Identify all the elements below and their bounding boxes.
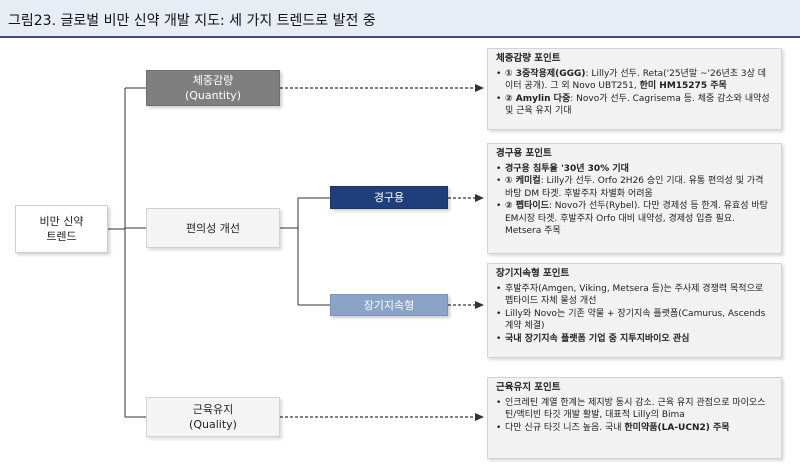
bullet-list: 인크레틴 계열 한계는 제지방 동시 감소. 근육 유지 관점으로 마이오스틴/… xyxy=(496,397,774,435)
bullet-text: 경구용 침투율 '30년 30% 기대 xyxy=(505,163,629,174)
panel-heading: 장기지속형 포인트 xyxy=(496,268,570,279)
bullet-text: ① 3중작용제(GGG) xyxy=(505,68,586,79)
bullet-list: 후발주자(Amgen, Viking, Metsera 등)는 주사제 경쟁력 … xyxy=(496,283,774,346)
bullet-item: Lilly와 Novo는 기존 약물 + 장기지속 플랫폼(Camurus, A… xyxy=(496,308,774,333)
bullet-item: 후발주자(Amgen, Viking, Metsera 등)는 주사제 경쟁력 … xyxy=(496,283,774,308)
bullet-item: ① 케미컬: Lilly가 선두. Orfo 2H26 승인 기대. 유통 편의… xyxy=(496,175,774,200)
bullet-text: 한미약품(LA-UCN2) 주목 xyxy=(624,422,730,433)
arrow-head xyxy=(475,301,484,309)
panel-heading: 체중감량 포인트 xyxy=(496,53,561,64)
root-node: 비만 신약 트렌드 xyxy=(15,205,108,253)
figure-title: 그림23. 글로벌 비만 신약 개발 지도: 세 가지 트렌드로 발전 중 xyxy=(8,13,376,29)
arrow-head xyxy=(475,194,484,202)
oral-node: 경구용 xyxy=(330,186,448,209)
bullet-list: 경구용 침투율 '30년 30% 기대① 케미컬: Lilly가 선두. Orf… xyxy=(496,163,774,238)
bullet-item: 인크레틴 계열 한계는 제지방 동시 감소. 근육 유지 관점으로 마이오스틴/… xyxy=(496,397,774,422)
long-acting-node: 장기지속형 xyxy=(330,294,448,316)
bullet-item: ① 3중작용제(GGG): Lilly가 선두. Reta('25년말 ~'26… xyxy=(496,68,774,93)
bullet-text: : Lilly가 선두. Reta('25년말 ~'26년초 3상 데이터 공개… xyxy=(505,68,767,92)
bullet-text: ② Amylin 다중 xyxy=(505,93,571,104)
weight-loss-node: 체중감량 (Quantity) xyxy=(146,70,280,106)
bullet-text: ② 펩타이드 xyxy=(505,201,549,211)
oral-panel: 경구용 포인트 경구용 침투율 '30년 30% 기대① 케미컬: Lilly가… xyxy=(487,143,782,254)
bullet-text: 한미 HM15275 주목 xyxy=(639,81,727,91)
muscle-retention-node: 근육유지 (Quality) xyxy=(146,397,280,437)
bullet-text: 다만 신규 타깃 니즈 높음. 국내 xyxy=(505,422,625,433)
long-acting-panel: 장기지속형 포인트 후발주자(Amgen, Viking, Metsera 등)… xyxy=(487,263,782,358)
bullet-text: ① 케미컬 xyxy=(505,176,541,186)
bullet-text: Lilly와 Novo는 기존 약물 + 장기지속 플랫폼(Camurus, A… xyxy=(505,308,766,332)
bullet-item: ② 펩타이드: Novo가 선두(Rybel). 다만 경제성 등 한계. 유효… xyxy=(496,200,774,238)
panel-heading: 경구용 포인트 xyxy=(496,148,552,159)
bullet-item: ② Amylin 다중: Novo가 선두. Cagrisema 등. 체중 감… xyxy=(496,93,774,118)
bullet-text: 인크레틴 계열 한계는 제지방 동시 감소. 근육 유지 관점으로 마이오스틴/… xyxy=(505,397,766,421)
panel-heading: 근육유지 포인트 xyxy=(496,382,561,393)
bullet-item: 경구용 침투율 '30년 30% 기대 xyxy=(496,163,774,176)
arrow-head xyxy=(475,84,484,92)
bullet-text: 국내 장기지속 플랫폼 기업 중 지투지바이오 관심 xyxy=(505,333,690,344)
bullet-text: : Novo가 선두. Cagrisema 등. 체중 감소와 내약성 및 근육… xyxy=(505,93,770,117)
arrow-head xyxy=(475,413,484,421)
bullet-item: 다만 신규 타깃 니즈 높음. 국내 한미약품(LA-UCN2) 주목 xyxy=(496,422,774,435)
bullet-text: : Lilly가 선두. Orfo 2H26 승인 기대. 유통 편의성 및 가… xyxy=(505,176,764,199)
bullet-text: : Novo가 선두(Rybel). 다만 경제성 등 한계. 유효성 바탕 E… xyxy=(505,201,768,236)
bullet-list: ① 3중작용제(GGG): Lilly가 선두. Reta('25년말 ~'26… xyxy=(496,68,774,118)
bullet-text: 후발주자(Amgen, Viking, Metsera 등)는 주사제 경쟁력 … xyxy=(505,283,764,307)
bullet-item: 국내 장기지속 플랫폼 기업 중 지투지바이오 관심 xyxy=(496,333,774,346)
weight-loss-panel: 체중감량 포인트 ① 3중작용제(GGG): Lilly가 선두. Reta('… xyxy=(487,48,782,130)
title-bar: 그림23. 글로벌 비만 신약 개발 지도: 세 가지 트렌드로 발전 중 xyxy=(0,0,800,38)
muscle-retention-panel: 근육유지 포인트 인크레틴 계열 한계는 제지방 동시 감소. 근육 유지 관점… xyxy=(487,377,782,459)
convenience-node: 편의성 개선 xyxy=(146,208,280,248)
